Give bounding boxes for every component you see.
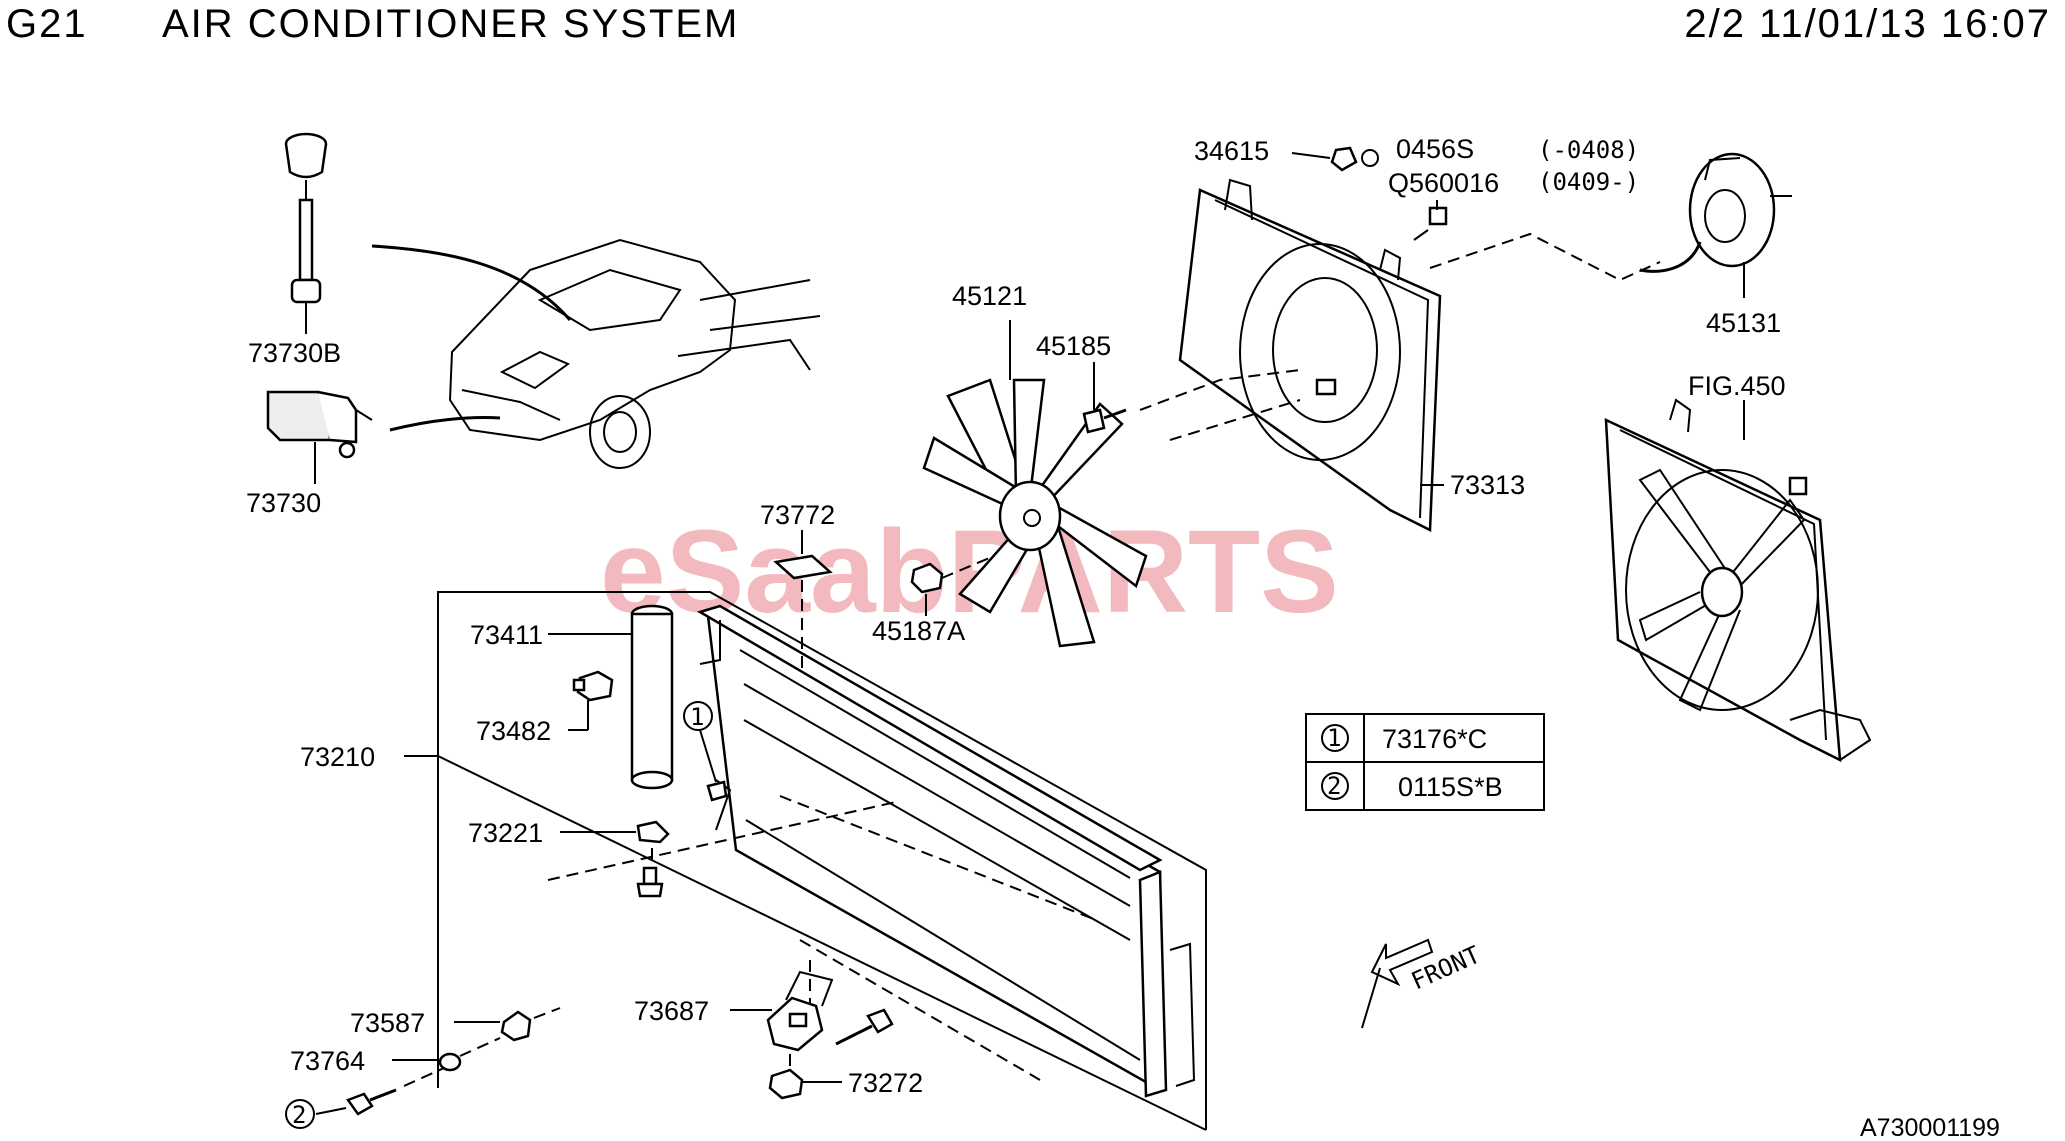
label-range-0408: (-0408) (1538, 136, 1639, 164)
legend-part-1: 73176*C (1382, 724, 1487, 754)
section-code: G21 (6, 2, 88, 46)
label-front: FRONT (1407, 941, 1484, 996)
label-range-0409: (0409-) (1538, 168, 1639, 196)
callout-1-label: 1 (690, 703, 704, 731)
label-fig450: FIG.450 (1688, 371, 1786, 401)
footer-code: A730001199 (1860, 1114, 2000, 1141)
label-45187a: 45187A (872, 616, 965, 646)
callout-2 (285, 1099, 315, 1129)
label-q560016: Q560016 (1388, 168, 1499, 198)
callout-2-label: 2 (292, 1101, 306, 1129)
label-73482: 73482 (476, 716, 551, 746)
bolt-45185 (1082, 408, 1127, 434)
bracket-73482 (572, 670, 614, 702)
washer-73764 (438, 1052, 462, 1072)
label-34615: 34615 (1194, 136, 1269, 166)
label-45185: 45185 (1036, 331, 1111, 361)
label-73687: 73687 (634, 996, 709, 1026)
nut-73272 (768, 1068, 804, 1100)
label-73313: 73313 (1450, 470, 1525, 500)
label-73764: 73764 (290, 1046, 365, 1076)
pad-73772 (773, 554, 833, 580)
condenser-73210 (696, 604, 1196, 1098)
label-73221: 73221 (468, 818, 543, 848)
fan-assembly-fig450 (1604, 398, 1872, 763)
label-0456s: 0456S (1396, 134, 1474, 164)
page-title: AIR CONDITIONER SYSTEM (162, 2, 740, 46)
label-73587: 73587 (350, 1008, 425, 1038)
bracket-73687 (766, 970, 834, 1052)
fan-shroud-73313 (1178, 178, 1442, 532)
condenser-group-bracket (437, 591, 1207, 1130)
grommet-73587 (500, 1010, 532, 1042)
page-info: 2/2 11/01/13 16:07 (1684, 2, 2051, 46)
bolts-top (1330, 146, 1448, 241)
front-arrow (1361, 938, 1434, 1029)
label-73411: 73411 (470, 620, 543, 650)
bolt-73221 (636, 866, 664, 898)
label-45131: 45131 (1706, 308, 1781, 338)
label-73730: 73730 (246, 488, 321, 518)
receiver-73411 (630, 604, 674, 790)
callout-1 (683, 701, 713, 731)
bolt-73687 (835, 1008, 894, 1046)
legend-num-2: 2 (1327, 772, 1341, 800)
clip-73221 (636, 820, 670, 844)
legend-part-2: 0115S*B (1398, 772, 1503, 802)
car-illustration (371, 238, 821, 469)
label-73210: 73210 (300, 742, 375, 772)
label-45121: 45121 (952, 281, 1027, 311)
legend-table (1305, 713, 1545, 811)
legend-num-1: 1 (1327, 724, 1341, 752)
label-73272: 73272 (848, 1068, 923, 1098)
bolt-callout-2 (346, 1088, 397, 1116)
nut-45187a (910, 562, 944, 594)
fan-blade-45121 (922, 378, 1148, 648)
sensor-73730b (284, 132, 328, 304)
fan-motor-45131 (1639, 152, 1792, 273)
label-73772: 73772 (760, 500, 835, 530)
label-73730b: 73730B (248, 338, 341, 368)
sensor-73730 (266, 390, 373, 459)
